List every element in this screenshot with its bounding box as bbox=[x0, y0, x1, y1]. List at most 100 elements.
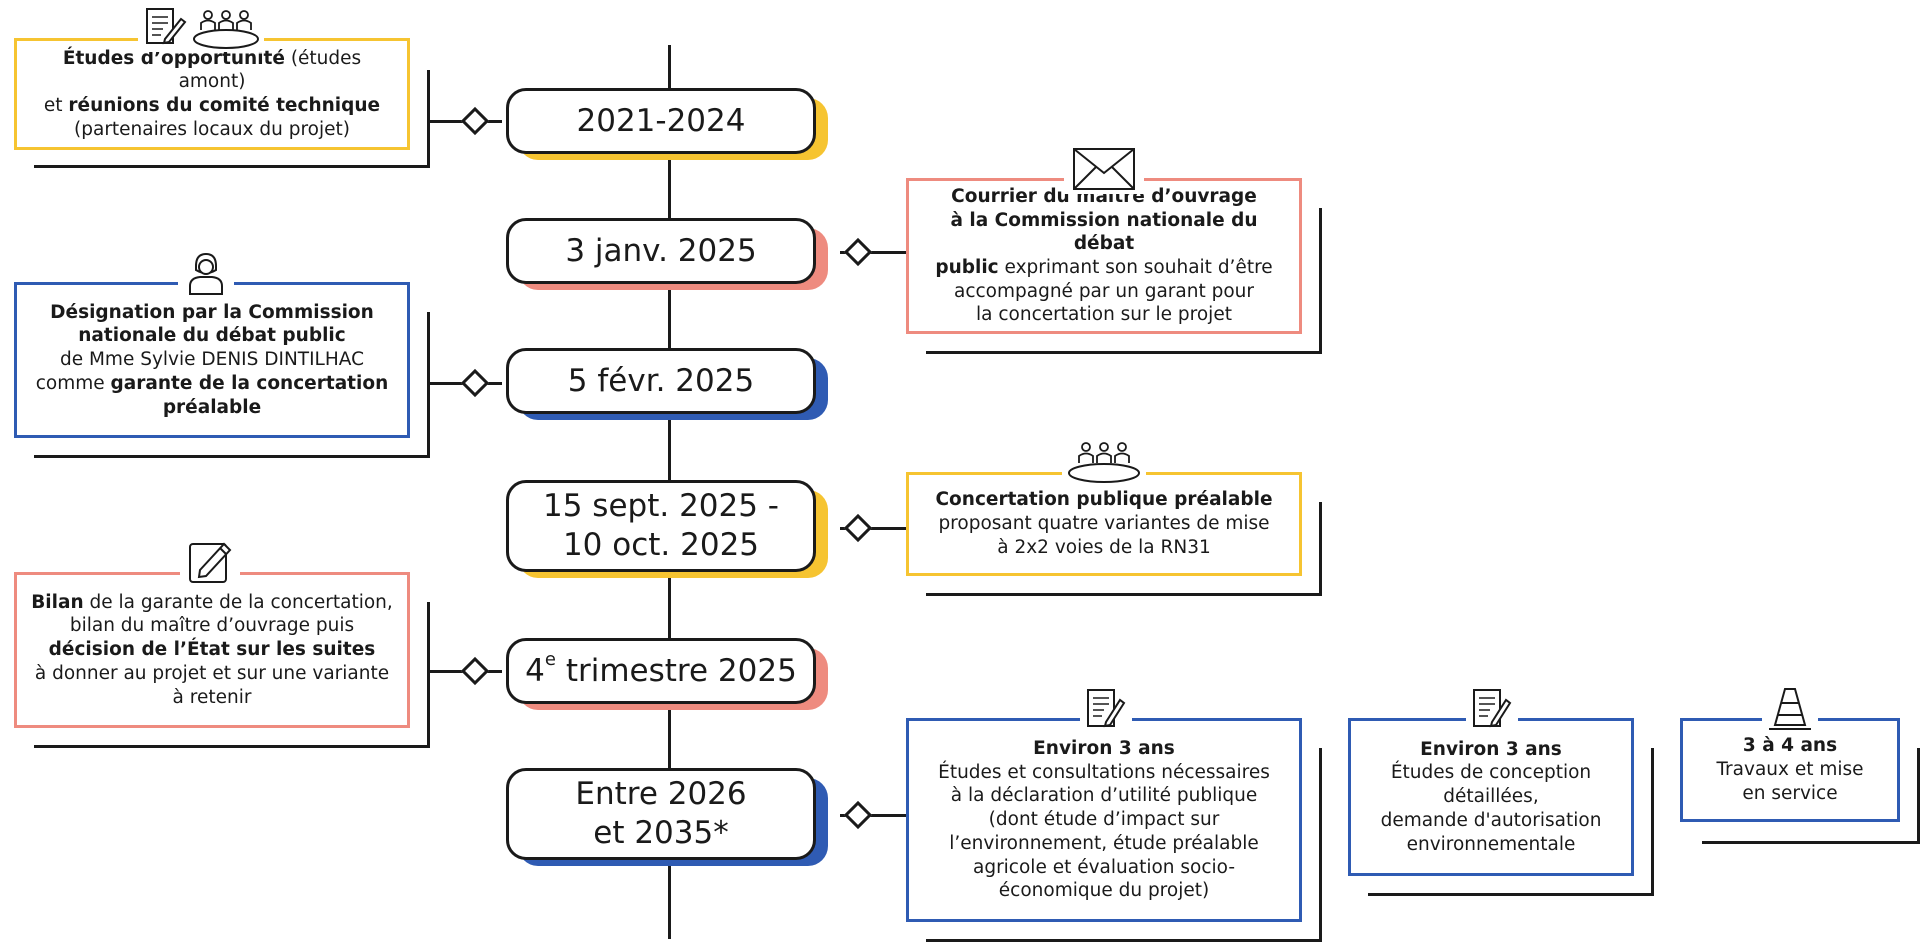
card-bold: préalable bbox=[162, 396, 262, 418]
card-line: comme garante de la concertation bbox=[29, 372, 395, 396]
date-pill-5-fevr-2025: 5 févr. 2025 bbox=[506, 348, 816, 414]
card-concertation: Concertation publique préalable proposan… bbox=[906, 472, 1302, 576]
card-bold: Bilan bbox=[31, 591, 84, 613]
card-shadow bbox=[34, 602, 430, 748]
card-bilan: Bilan de la garante de la concertation, … bbox=[14, 572, 410, 728]
card-bold: à la Commission nationale du débat bbox=[950, 209, 1258, 255]
card-text: détaillées, bbox=[1443, 786, 1539, 808]
card-icon bbox=[1080, 684, 1132, 734]
card-text: en service bbox=[1742, 782, 1838, 804]
card-text: (partenaires locaux du projet) bbox=[74, 118, 350, 140]
date-pill-3-janv-2025: 3 janv. 2025 bbox=[506, 218, 816, 284]
card-shadow bbox=[1368, 748, 1654, 896]
connector-line bbox=[840, 251, 908, 254]
card-text: accompagné par un garant pour bbox=[953, 280, 1254, 302]
card-environ-3-ans-dup: Environ 3 ans Études et consultations né… bbox=[906, 718, 1302, 922]
date-label-num: 4 bbox=[525, 652, 545, 689]
card-text: comme bbox=[35, 372, 111, 394]
envelope-icon bbox=[1073, 148, 1135, 190]
card-text: (dont étude d’impact sur bbox=[988, 809, 1220, 831]
card-bold: Études d’opportunité bbox=[62, 47, 285, 69]
card-bold: public bbox=[935, 257, 999, 278]
edit-icon bbox=[189, 542, 232, 583]
card-shadow bbox=[1702, 748, 1920, 844]
card-bold: 3 à 4 ans bbox=[1742, 735, 1838, 757]
card-bold: Environ 3 ans bbox=[1033, 738, 1175, 760]
card-icon bbox=[1062, 436, 1146, 486]
connector-diamond bbox=[843, 800, 873, 830]
card-bold: garante de la concertation bbox=[110, 372, 389, 394]
meeting-table-icon bbox=[1068, 442, 1140, 483]
card-environ-3-ans-conception: Environ 3 ans Études de conception détai… bbox=[1348, 718, 1634, 876]
date-label: 3 janv. 2025 bbox=[565, 232, 757, 269]
card-shadow bbox=[34, 70, 430, 168]
card-bold: réunions du comité technique bbox=[68, 95, 381, 116]
card-text: (études amont) bbox=[178, 47, 362, 93]
connector-diamond bbox=[843, 513, 873, 543]
card-text: et bbox=[43, 95, 69, 116]
connector-line bbox=[840, 814, 908, 817]
connector-diamond bbox=[460, 368, 490, 398]
card-text: demande d'autorisation bbox=[1380, 809, 1602, 831]
card-bold: décision de l’État sur les suites bbox=[48, 639, 376, 661]
card-icon bbox=[1466, 684, 1518, 734]
card-bold: Concertation publique préalable bbox=[935, 489, 1273, 511]
card-text: économique du projet) bbox=[998, 880, 1210, 902]
card-text: de Mme Sylvie DENIS DINTILHAC bbox=[59, 349, 365, 371]
card-icon bbox=[178, 248, 234, 298]
date-label: 4e trimestre 2025 bbox=[525, 649, 797, 691]
card-line: Bilan de la garante de la concertation, bbox=[29, 591, 395, 615]
card-bold: Environ 3 ans bbox=[1420, 738, 1562, 760]
card-bold: nationale du débat public bbox=[78, 325, 346, 347]
card-etudes-opportunite: Études d’opportunité (études amont) et r… bbox=[14, 38, 410, 150]
card-text: à retenir bbox=[172, 686, 252, 708]
card-bold: Désignation par la Commission bbox=[50, 301, 374, 323]
card-shadow bbox=[926, 502, 1322, 596]
person-icon bbox=[189, 252, 223, 295]
date-label-rest: trimestre 2025 bbox=[555, 652, 797, 689]
card-text: l’environnement, étude préalable bbox=[949, 832, 1259, 854]
date-pill-concertation-period: 15 sept. 2025 - 10 oct. 2025 bbox=[506, 480, 816, 572]
card-text: de la garante de la concertation, bbox=[83, 591, 393, 613]
date-label-sup: e bbox=[544, 649, 556, 671]
meeting-table-icon bbox=[193, 10, 259, 49]
card-travaux: 3 à 4 ans Travaux et mise en service bbox=[1680, 718, 1900, 822]
date-label: 2021-2024 bbox=[576, 102, 746, 139]
card-text: à donner au projet et sur une variante bbox=[34, 662, 390, 684]
card-icon-group bbox=[138, 4, 264, 52]
traffic-cone-icon bbox=[1769, 688, 1811, 730]
card-text: proposant quatre variantes de mise bbox=[938, 513, 1270, 535]
card-text: Études de conception bbox=[1390, 762, 1592, 784]
card-text: à la déclaration d’utilité publique bbox=[950, 785, 1258, 807]
date-pill-2021-2024: 2021-2024 bbox=[506, 88, 816, 154]
card-designation: Désignation par la Commission nationale … bbox=[14, 282, 410, 438]
date-label-line2: 10 oct. 2025 bbox=[562, 527, 760, 563]
card-text: Travaux et mise bbox=[1716, 759, 1864, 781]
date-label-line1: Entre 2026 bbox=[575, 776, 747, 813]
connector-line bbox=[840, 527, 908, 530]
card-line: et réunions du comité technique bbox=[29, 94, 395, 118]
connector-diamond bbox=[460, 656, 490, 686]
connector-diamond bbox=[843, 237, 873, 267]
document-pen-icon bbox=[146, 8, 187, 45]
card-icon bbox=[180, 536, 240, 588]
date-pill-2026-2035: Entre 2026 et 2035* bbox=[506, 768, 816, 860]
card-text: la concertation sur le projet bbox=[976, 304, 1232, 326]
card-icon bbox=[1064, 144, 1144, 194]
document-pen-icon bbox=[1087, 689, 1126, 728]
connector-diamond bbox=[460, 106, 490, 136]
card-bold: Courrier du maître d’ouvrage bbox=[951, 185, 1257, 207]
card-text: agricole et évaluation socio- bbox=[972, 856, 1236, 878]
date-label: 5 févr. 2025 bbox=[567, 362, 755, 399]
card-text: Études et consultations nécessaires bbox=[938, 761, 1270, 783]
card-text: bilan du maître d’ouvrage puis bbox=[69, 615, 355, 637]
card-shadow bbox=[926, 208, 1322, 354]
document-pen-icon bbox=[1473, 689, 1512, 728]
card-text: exprimant son souhait d’être bbox=[998, 257, 1273, 278]
card-courrier: Courrier du maître d’ouvrage à la Commis… bbox=[906, 178, 1302, 334]
card-text: à 2x2 voies de la RN31 bbox=[997, 536, 1211, 558]
card-text: environnementale bbox=[1406, 833, 1576, 855]
card-line: Études d’opportunité (études amont) bbox=[29, 47, 395, 94]
date-pill-4e-trimestre-2025: 4e trimestre 2025 bbox=[506, 638, 816, 704]
card-line: public exprimant son souhait d’être bbox=[921, 256, 1287, 280]
